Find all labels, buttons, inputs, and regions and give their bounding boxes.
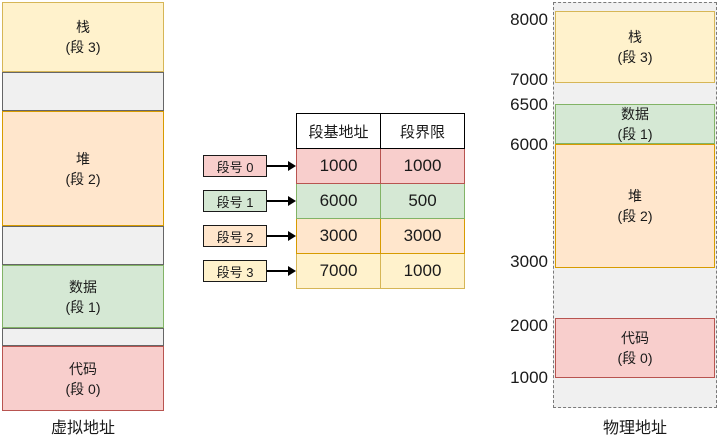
table-row: 6000 500	[296, 183, 465, 219]
virtual-segment-stack: 栈 (段 3)	[2, 2, 164, 72]
segment-label: 栈	[628, 29, 642, 45]
table-row: 1000 1000	[296, 148, 465, 184]
cell-base-0: 1000	[296, 148, 381, 184]
segment-number: (段 0)	[617, 350, 653, 366]
cell-limit-1: 500	[380, 183, 465, 219]
segment-label: 栈	[76, 19, 90, 35]
arrow-line-2	[267, 235, 290, 237]
phys-addr-2000: 2000	[510, 316, 548, 335]
virtual-segment-heap: 堆 (段 2)	[2, 111, 164, 226]
physical-address-caption: 物理地址	[602, 420, 667, 437]
header-segment-limit: 段界限	[380, 113, 465, 149]
segment-number: (段 3)	[65, 39, 101, 55]
arrow-head-0	[288, 161, 296, 171]
segment-number: (段 2)	[65, 170, 101, 187]
phys-addr-6500: 6500	[510, 95, 548, 114]
segment-label: 堆	[628, 188, 642, 204]
phys-addr-7000: 7000	[510, 70, 548, 89]
segment-label: 数据	[69, 278, 97, 295]
segment-table: 段基地址 段界限 1000 1000 6000 500 3000 3000 70…	[296, 113, 465, 289]
segment-label: 数据	[621, 106, 649, 122]
segno-tag-1: 段号 1	[203, 190, 267, 212]
phys-addr-1000: 1000	[510, 368, 548, 387]
arrow-line-3	[267, 270, 290, 272]
segment-label: 代码	[621, 330, 649, 346]
segment-number: (段 3)	[617, 49, 653, 65]
table-row: 3000 3000	[296, 218, 465, 254]
physical-segment-data: 数据 (段 1)	[555, 104, 715, 144]
phys-addr-6000: 6000	[510, 135, 548, 154]
physical-segment-heap: 堆 (段 2)	[555, 144, 715, 268]
arrow-head-2	[288, 231, 296, 241]
physical-memory-container: 栈 (段 3) 数据 (段 1) 堆 (段 2) 代码 (段 0)	[553, 2, 717, 408]
arrow-line-1	[267, 200, 290, 202]
phys-addr-3000: 3000	[510, 252, 548, 271]
arrow-line-0	[267, 165, 290, 167]
cell-limit-2: 3000	[380, 218, 465, 254]
table-row: 7000 1000	[296, 253, 465, 289]
segno-tag-0: 段号 0	[203, 155, 267, 177]
virtual-free-gap	[2, 328, 164, 346]
cell-limit-3: 1000	[380, 253, 465, 289]
segment-label: 代码	[69, 360, 97, 377]
physical-segment-code: 代码 (段 0)	[555, 318, 715, 378]
virtual-segment-code: 代码 (段 0)	[2, 346, 164, 411]
arrow-head-3	[288, 266, 296, 276]
physical-segment-stack: 栈 (段 3)	[555, 11, 715, 83]
cell-limit-0: 1000	[380, 148, 465, 184]
segment-number: (段 1)	[65, 298, 101, 315]
phys-addr-8000: 8000	[510, 10, 548, 29]
header-base-address: 段基地址	[296, 113, 381, 149]
virtual-free-gap	[2, 226, 164, 265]
virtual-free-gap	[2, 72, 164, 111]
segment-number: (段 0)	[65, 380, 101, 397]
segment-number: (段 1)	[617, 126, 653, 142]
arrow-head-1	[288, 196, 296, 206]
segno-tag-2: 段号 2	[203, 225, 267, 247]
segment-number: (段 2)	[617, 208, 653, 224]
segno-tag-3: 段号 3	[203, 260, 267, 282]
cell-base-2: 3000	[296, 218, 381, 254]
cell-base-1: 6000	[296, 183, 381, 219]
segment-table-header-row: 段基地址 段界限	[296, 113, 465, 149]
virtual-segment-data: 数据 (段 1)	[2, 265, 164, 328]
virtual-address-caption: 虚拟地址	[50, 420, 115, 437]
cell-base-3: 7000	[296, 253, 381, 289]
segment-label: 堆	[76, 150, 90, 167]
